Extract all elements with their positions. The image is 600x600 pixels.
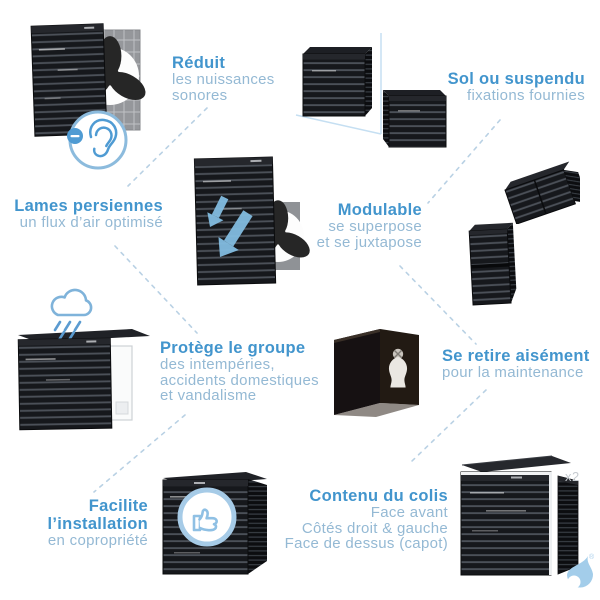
- feature-line: et se juxtapose: [316, 233, 422, 251]
- product-floor-or-suspended: [295, 33, 447, 148]
- side-panel-count-label: x2: [565, 469, 580, 484]
- feature-floor-or-suspended: Sol ou suspendu fixations fournies: [448, 70, 585, 104]
- water-drop-logo: [567, 556, 594, 589]
- rain-cloud-icon: [50, 288, 93, 317]
- product-easy-install: [162, 472, 267, 575]
- feature-title: Facilite l’installation: [47, 497, 148, 533]
- product-removable-mount: [334, 329, 419, 417]
- feature-noise-reduction: Réduit les nuissances sonores: [172, 54, 275, 103]
- product-package-contents: [460, 455, 579, 576]
- feature-line: se superpose: [328, 218, 422, 235]
- registered-mark: ®: [589, 554, 595, 561]
- louvered-cover: [17, 337, 113, 431]
- product-juxtaposed-units: [504, 161, 580, 224]
- rain-icon: [53, 320, 82, 332]
- unit-suspended: [302, 47, 372, 117]
- feature-line: Face de dessus (capot): [284, 535, 448, 553]
- feature-easy-removal: Se retire aisément pour la maintenance: [442, 347, 590, 381]
- feature-package-contents: Contenu du colis Face avant Côtés droit …: [285, 487, 448, 552]
- package-side-panel: [557, 475, 579, 575]
- feature-protection: Protège le groupe des intempéries, accid…: [160, 339, 319, 404]
- feature-title: Protège le groupe: [160, 339, 306, 357]
- feature-easy-installation: Facilite l’installation en copropriété: [0, 497, 148, 549]
- unit-juxtaposed: [504, 161, 580, 224]
- feature-title: Modulable: [337, 201, 422, 219]
- unit-stacked: [468, 222, 517, 306]
- feature-line: Face avant: [370, 504, 448, 521]
- feature-title: Lames persiennes: [14, 197, 163, 215]
- feature-line: un flux d’air optimisé: [19, 214, 163, 231]
- down-arrows-icon: [207, 195, 253, 257]
- feature-title: Contenu du colis: [309, 487, 448, 505]
- feature-line: accidents domestiques: [160, 371, 319, 389]
- feature-line: sonores: [172, 86, 228, 104]
- product-louvered-airflow: [193, 156, 310, 286]
- thumbs-up-icon: [177, 487, 237, 547]
- ear-minus-icon: [67, 110, 128, 170]
- unit-floor: [383, 90, 447, 148]
- product-noise-reduction: [30, 23, 151, 170]
- keyhole-mount-icon: [388, 348, 408, 388]
- feature-line: en copropriété: [47, 532, 148, 549]
- package-top-panel: [462, 456, 571, 472]
- feature-line: les nuissances: [172, 71, 275, 88]
- feature-line: fixations fournies: [467, 87, 585, 104]
- louvered-cover: [30, 23, 108, 137]
- feature-line: des intempéries,: [160, 356, 275, 373]
- feature-title: Réduit: [172, 54, 226, 72]
- feature-title: Se retire aisément: [442, 347, 590, 365]
- feature-louvered-slats: Lames persiennes un flux d’air optimisé: [14, 197, 163, 231]
- feature-title: Sol ou suspendu: [447, 70, 585, 88]
- product-stacked-units: [468, 222, 517, 306]
- product-weather-protection: [17, 288, 150, 431]
- wall-corner-lines: [295, 33, 382, 135]
- louvered-cover: [193, 156, 277, 286]
- feature-line: et vandalisme: [160, 387, 257, 405]
- feature-line: Côtés droit & gauche: [301, 519, 448, 537]
- feature-line: pour la maintenance: [442, 364, 584, 381]
- package-front-panel: [460, 471, 552, 576]
- feature-modular: Modulable se superpose et se juxtapose: [317, 201, 422, 250]
